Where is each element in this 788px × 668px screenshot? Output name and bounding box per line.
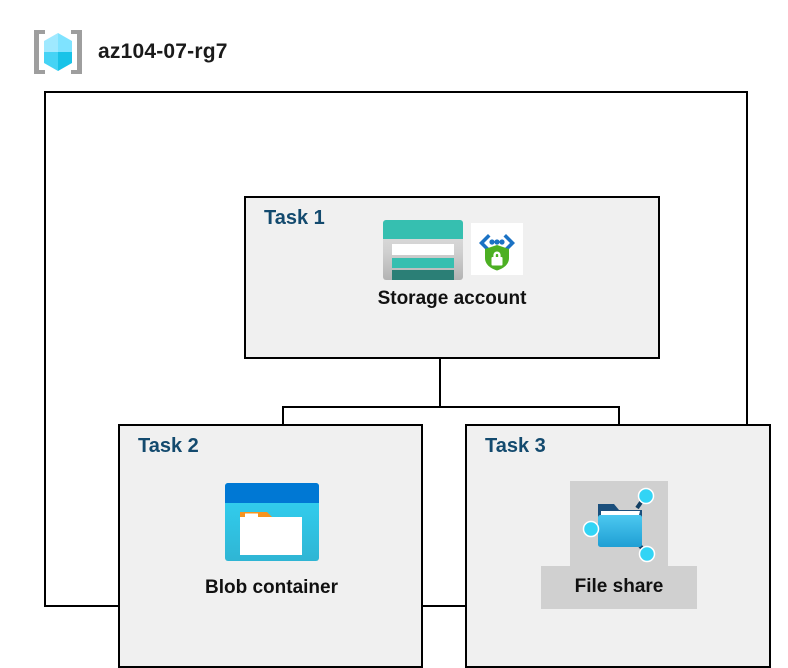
blob-container-caption: Blob container bbox=[204, 577, 338, 598]
file-share-icon-highlight bbox=[570, 481, 668, 566]
blob-container-node[interactable]: Blob container bbox=[154, 481, 389, 599]
storage-account-caption: Storage account bbox=[377, 288, 527, 309]
blob-container-icon bbox=[224, 483, 319, 561]
resource-group-header: az104-07-rg7 bbox=[30, 26, 228, 78]
resource-group-container: Task 1 bbox=[44, 91, 771, 668]
task-2-label: Task 2 bbox=[138, 435, 199, 457]
task-3-box[interactable]: Task 3 bbox=[465, 424, 771, 668]
resource-group-cube-icon bbox=[34, 30, 82, 74]
storage-account-icon-row bbox=[381, 214, 523, 284]
file-share-caption: File share bbox=[540, 566, 698, 609]
file-share-node[interactable]: File share bbox=[519, 481, 719, 609]
task-1-label: Task 1 bbox=[264, 207, 325, 229]
connector-trunk bbox=[439, 359, 441, 408]
connector-crossbar bbox=[282, 406, 620, 408]
security-shield-lock-icon bbox=[471, 223, 523, 275]
task-2-box[interactable]: Task 2 Blob contai bbox=[118, 424, 423, 668]
storage-account-node[interactable]: Storage account bbox=[342, 214, 562, 310]
storage-account-icon bbox=[383, 220, 463, 280]
file-share-icon bbox=[582, 487, 656, 563]
resource-group-name: az104-07-rg7 bbox=[98, 40, 228, 63]
task-1-box[interactable]: Task 1 bbox=[244, 196, 660, 359]
task-3-label: Task 3 bbox=[485, 435, 546, 457]
